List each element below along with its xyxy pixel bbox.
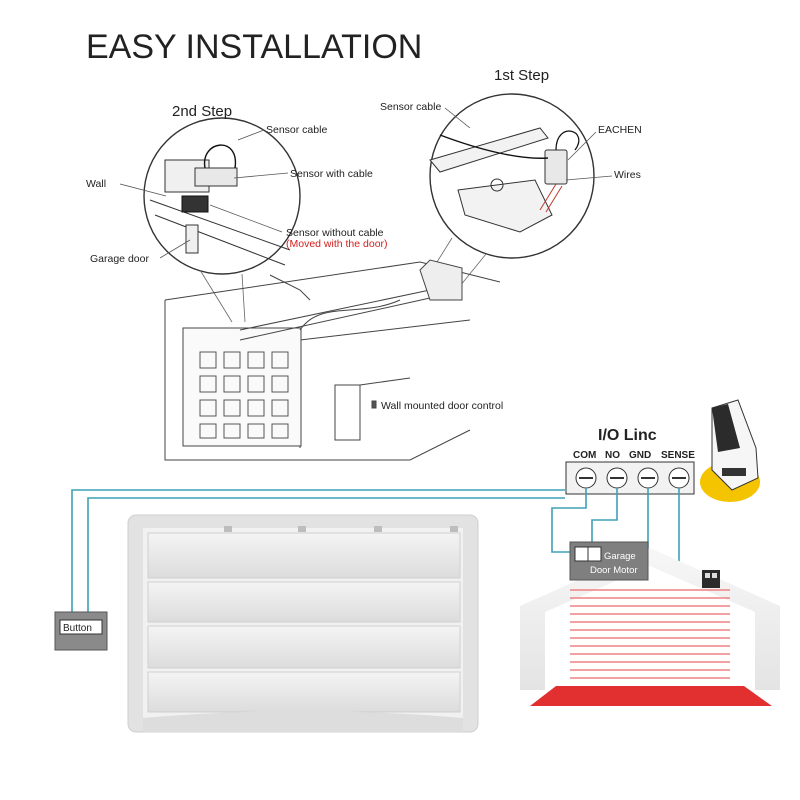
motor-label-line1: Garage [604,551,636,562]
sensor-with-cable-label: Sensor with cable [290,168,373,180]
step2-detail [120,118,300,322]
terminal-sense [669,468,689,488]
terminal-com [576,468,596,488]
terminal-label-no: NO [605,450,620,461]
terminal-label-com: COM [573,450,596,461]
wall-label: Wall [86,178,106,190]
io-linc-device [700,400,760,502]
step2-sensor-cable-label: Sensor cable [266,124,327,136]
step1-sensor-cable-label: Sensor cable [380,101,441,113]
contact-sensor [702,570,720,588]
garage-door-label: Garage door [90,253,149,265]
wire-sense-sensor [679,488,702,574]
wires-label: Wires [614,169,641,181]
step1-label: 1st Step [494,67,549,84]
button-label: Button [63,623,92,634]
terminal-label-gnd: GND [629,450,651,461]
terminal-no [607,468,627,488]
eachen-module [545,150,567,184]
wire-no-motor [592,488,617,546]
step1-detail [430,94,612,286]
terminal-label-sense: SENSE [661,450,695,461]
wall-control-label: Wall mounted door control [381,400,503,412]
garage-illustration [165,260,500,460]
page-title: EASY INSTALLATION [86,28,422,66]
motor-label-line2: Door Motor [590,565,638,576]
terminal-gnd [638,468,658,488]
house-sensor-scene [520,548,780,706]
eachen-label: EACHEN [598,124,642,136]
moved-with-door-note: (Moved with the door) [286,238,388,250]
garage-door [128,515,478,732]
step2-label: 2nd Step [172,103,232,120]
io-linc-title: I/O Linc [598,427,657,444]
sensor-without-cable-block [182,196,208,212]
